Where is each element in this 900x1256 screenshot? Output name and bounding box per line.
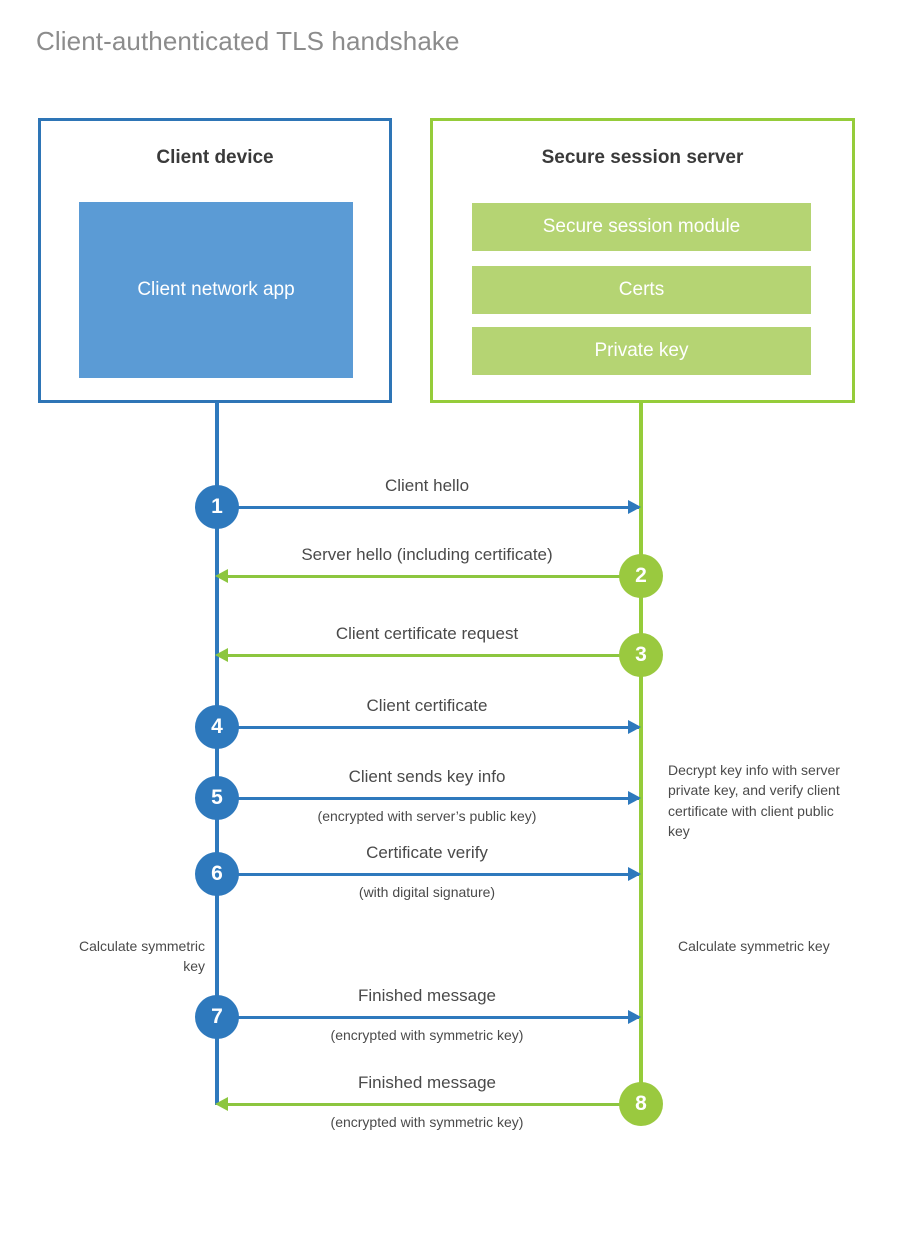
message-line-4 [217, 726, 639, 729]
arrow-head-left-icon [215, 1097, 228, 1111]
message-label-6: Certificate verify [366, 843, 488, 862]
secure-session-server-box: Secure session server Secure session mod… [430, 118, 855, 403]
server-decrypt-note: Decrypt key info with server private key… [668, 762, 840, 839]
secure-session-server-title: Secure session server [541, 147, 744, 168]
arrow-head-right-icon [628, 720, 641, 734]
message-label-4: Client certificate [366, 696, 488, 715]
client-device-box: Client device Client network app [38, 118, 392, 403]
message-label-2: Server hello (including certificate) [301, 545, 553, 564]
arrow-head-right-icon [628, 867, 641, 881]
message-label-7: Finished message [358, 986, 496, 1005]
message-line-8 [228, 1103, 641, 1106]
message-line-1 [217, 506, 639, 509]
arrow-head-right-icon [628, 791, 641, 805]
step-badge-6[interactable]: 6 [195, 852, 239, 896]
server-lifeline [639, 402, 643, 1105]
message-line-7 [217, 1016, 639, 1019]
message-label-1: Client hello [384, 476, 470, 495]
arrow-head-right-icon [628, 500, 641, 514]
message-line-3 [228, 654, 641, 657]
message-sublabel-7: (encrypted with symmetric key) [330, 1027, 524, 1043]
client-network-app-block: Client network app [79, 202, 353, 378]
server-component-certs: Certs [472, 266, 811, 314]
page-title: Client-authenticated TLS handshake [36, 26, 460, 56]
client-device-title: Client device [156, 147, 274, 168]
message-line-5 [217, 797, 639, 800]
server-component-private-key: Private key [472, 327, 811, 375]
message-label-8: Finished message [358, 1073, 496, 1092]
arrow-head-left-icon [215, 648, 228, 662]
step-badge-4[interactable]: 4 [195, 705, 239, 749]
step-badge-1[interactable]: 1 [195, 485, 239, 529]
client-calculate-symmetric-key-note: Calculate symmetric key [78, 938, 205, 975]
step-badge-5[interactable]: 5 [195, 776, 239, 820]
server-calculate-symmetric-key-note: Calculate symmetric key [678, 938, 830, 954]
step-badge-3[interactable]: 3 [619, 633, 663, 677]
message-sublabel-8: (encrypted with symmetric key) [330, 1114, 524, 1130]
arrow-head-left-icon [215, 569, 228, 583]
message-label-5: Client sends key info [348, 767, 506, 786]
step-badge-2[interactable]: 2 [619, 554, 663, 598]
message-label-3: Client certificate request [335, 624, 519, 643]
server-component-secure-session-module: Secure session module [472, 203, 811, 251]
step-badge-8[interactable]: 8 [619, 1082, 663, 1126]
message-line-6 [217, 873, 639, 876]
message-sublabel-5: (encrypted with server’s public key) [317, 808, 537, 824]
message-line-2 [228, 575, 641, 578]
arrow-head-right-icon [628, 1010, 641, 1024]
client-lifeline [215, 402, 219, 1105]
message-sublabel-6: (with digital signature) [358, 884, 496, 900]
step-badge-7[interactable]: 7 [195, 995, 239, 1039]
